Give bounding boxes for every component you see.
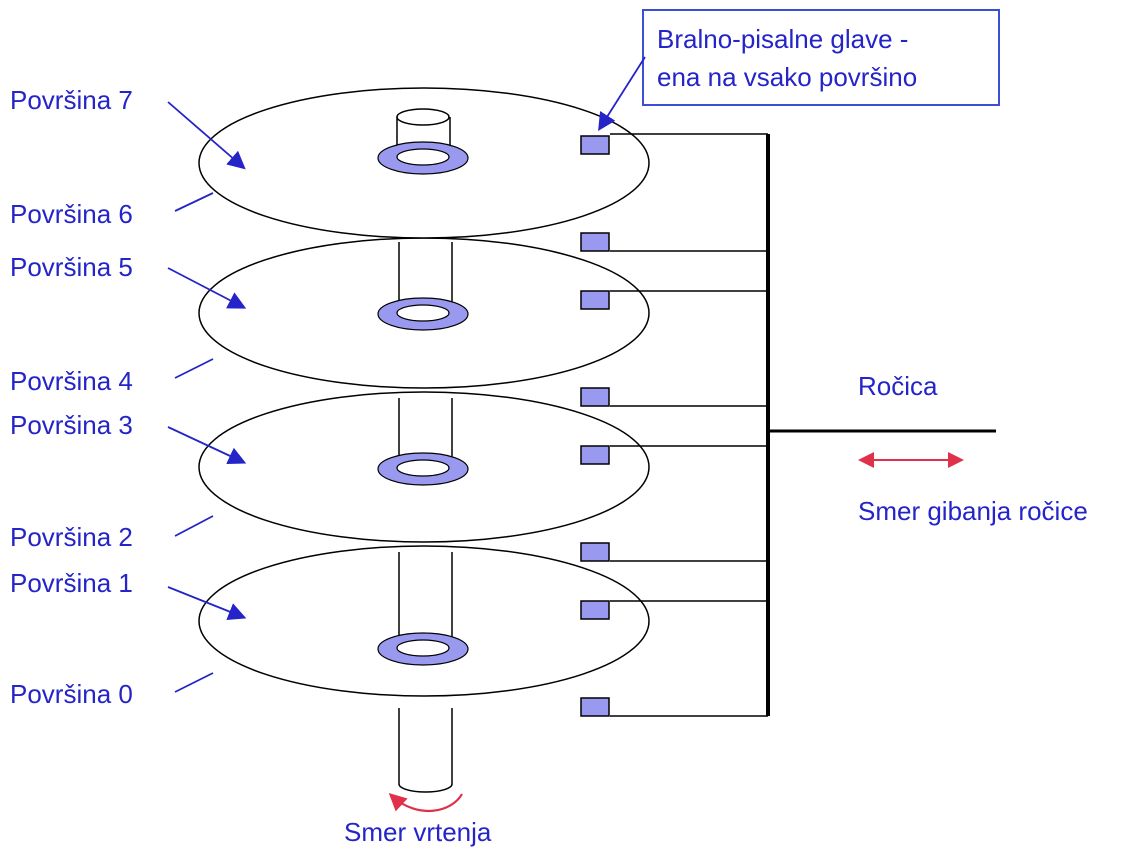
arm-label: Ročica <box>858 371 938 401</box>
surface-label-3: Površina 3 <box>10 410 133 440</box>
head-surface-4 <box>580 387 610 407</box>
head-connectors <box>610 133 768 717</box>
head-surface-5 <box>580 290 610 310</box>
callout-line-1: Bralno-pisalne glave - <box>657 24 908 54</box>
spindle-bottom <box>398 708 453 793</box>
surface-label-0: Površina 0 <box>10 679 133 709</box>
surface-label-4: Površina 4 <box>10 366 133 396</box>
surface-label-2: Površina 2 <box>10 522 133 552</box>
surface-label-7: Površina 7 <box>10 85 133 115</box>
head-surface-2 <box>580 542 610 562</box>
actuator <box>766 134 996 716</box>
rotation-label: Smer vrtenja <box>344 817 492 847</box>
platter-2 <box>198 237 650 389</box>
head-surface-1 <box>580 600 610 620</box>
heads-callout: Bralno-pisalne glave - ena na vsako povr… <box>598 9 1000 132</box>
head-surface-7 <box>580 135 610 155</box>
callout-line-2: ena na vsako površino <box>657 62 917 92</box>
surface-label-6: Površina 6 <box>10 199 133 229</box>
platter-1 <box>198 87 650 239</box>
surface-label-1: Površina 1 <box>10 568 133 598</box>
surface-pointers <box>167 101 247 693</box>
rotation-arrow <box>388 793 463 812</box>
head-surface-0 <box>580 697 610 717</box>
surface-label-5: Površina 5 <box>10 252 133 282</box>
platter-4 <box>198 545 650 697</box>
head-surface-3 <box>580 445 610 465</box>
read-write-heads <box>580 135 610 717</box>
arm-motion-label: Smer gibanja ročice <box>858 496 1088 526</box>
head-surface-6 <box>580 232 610 252</box>
platter-3 <box>198 391 650 543</box>
